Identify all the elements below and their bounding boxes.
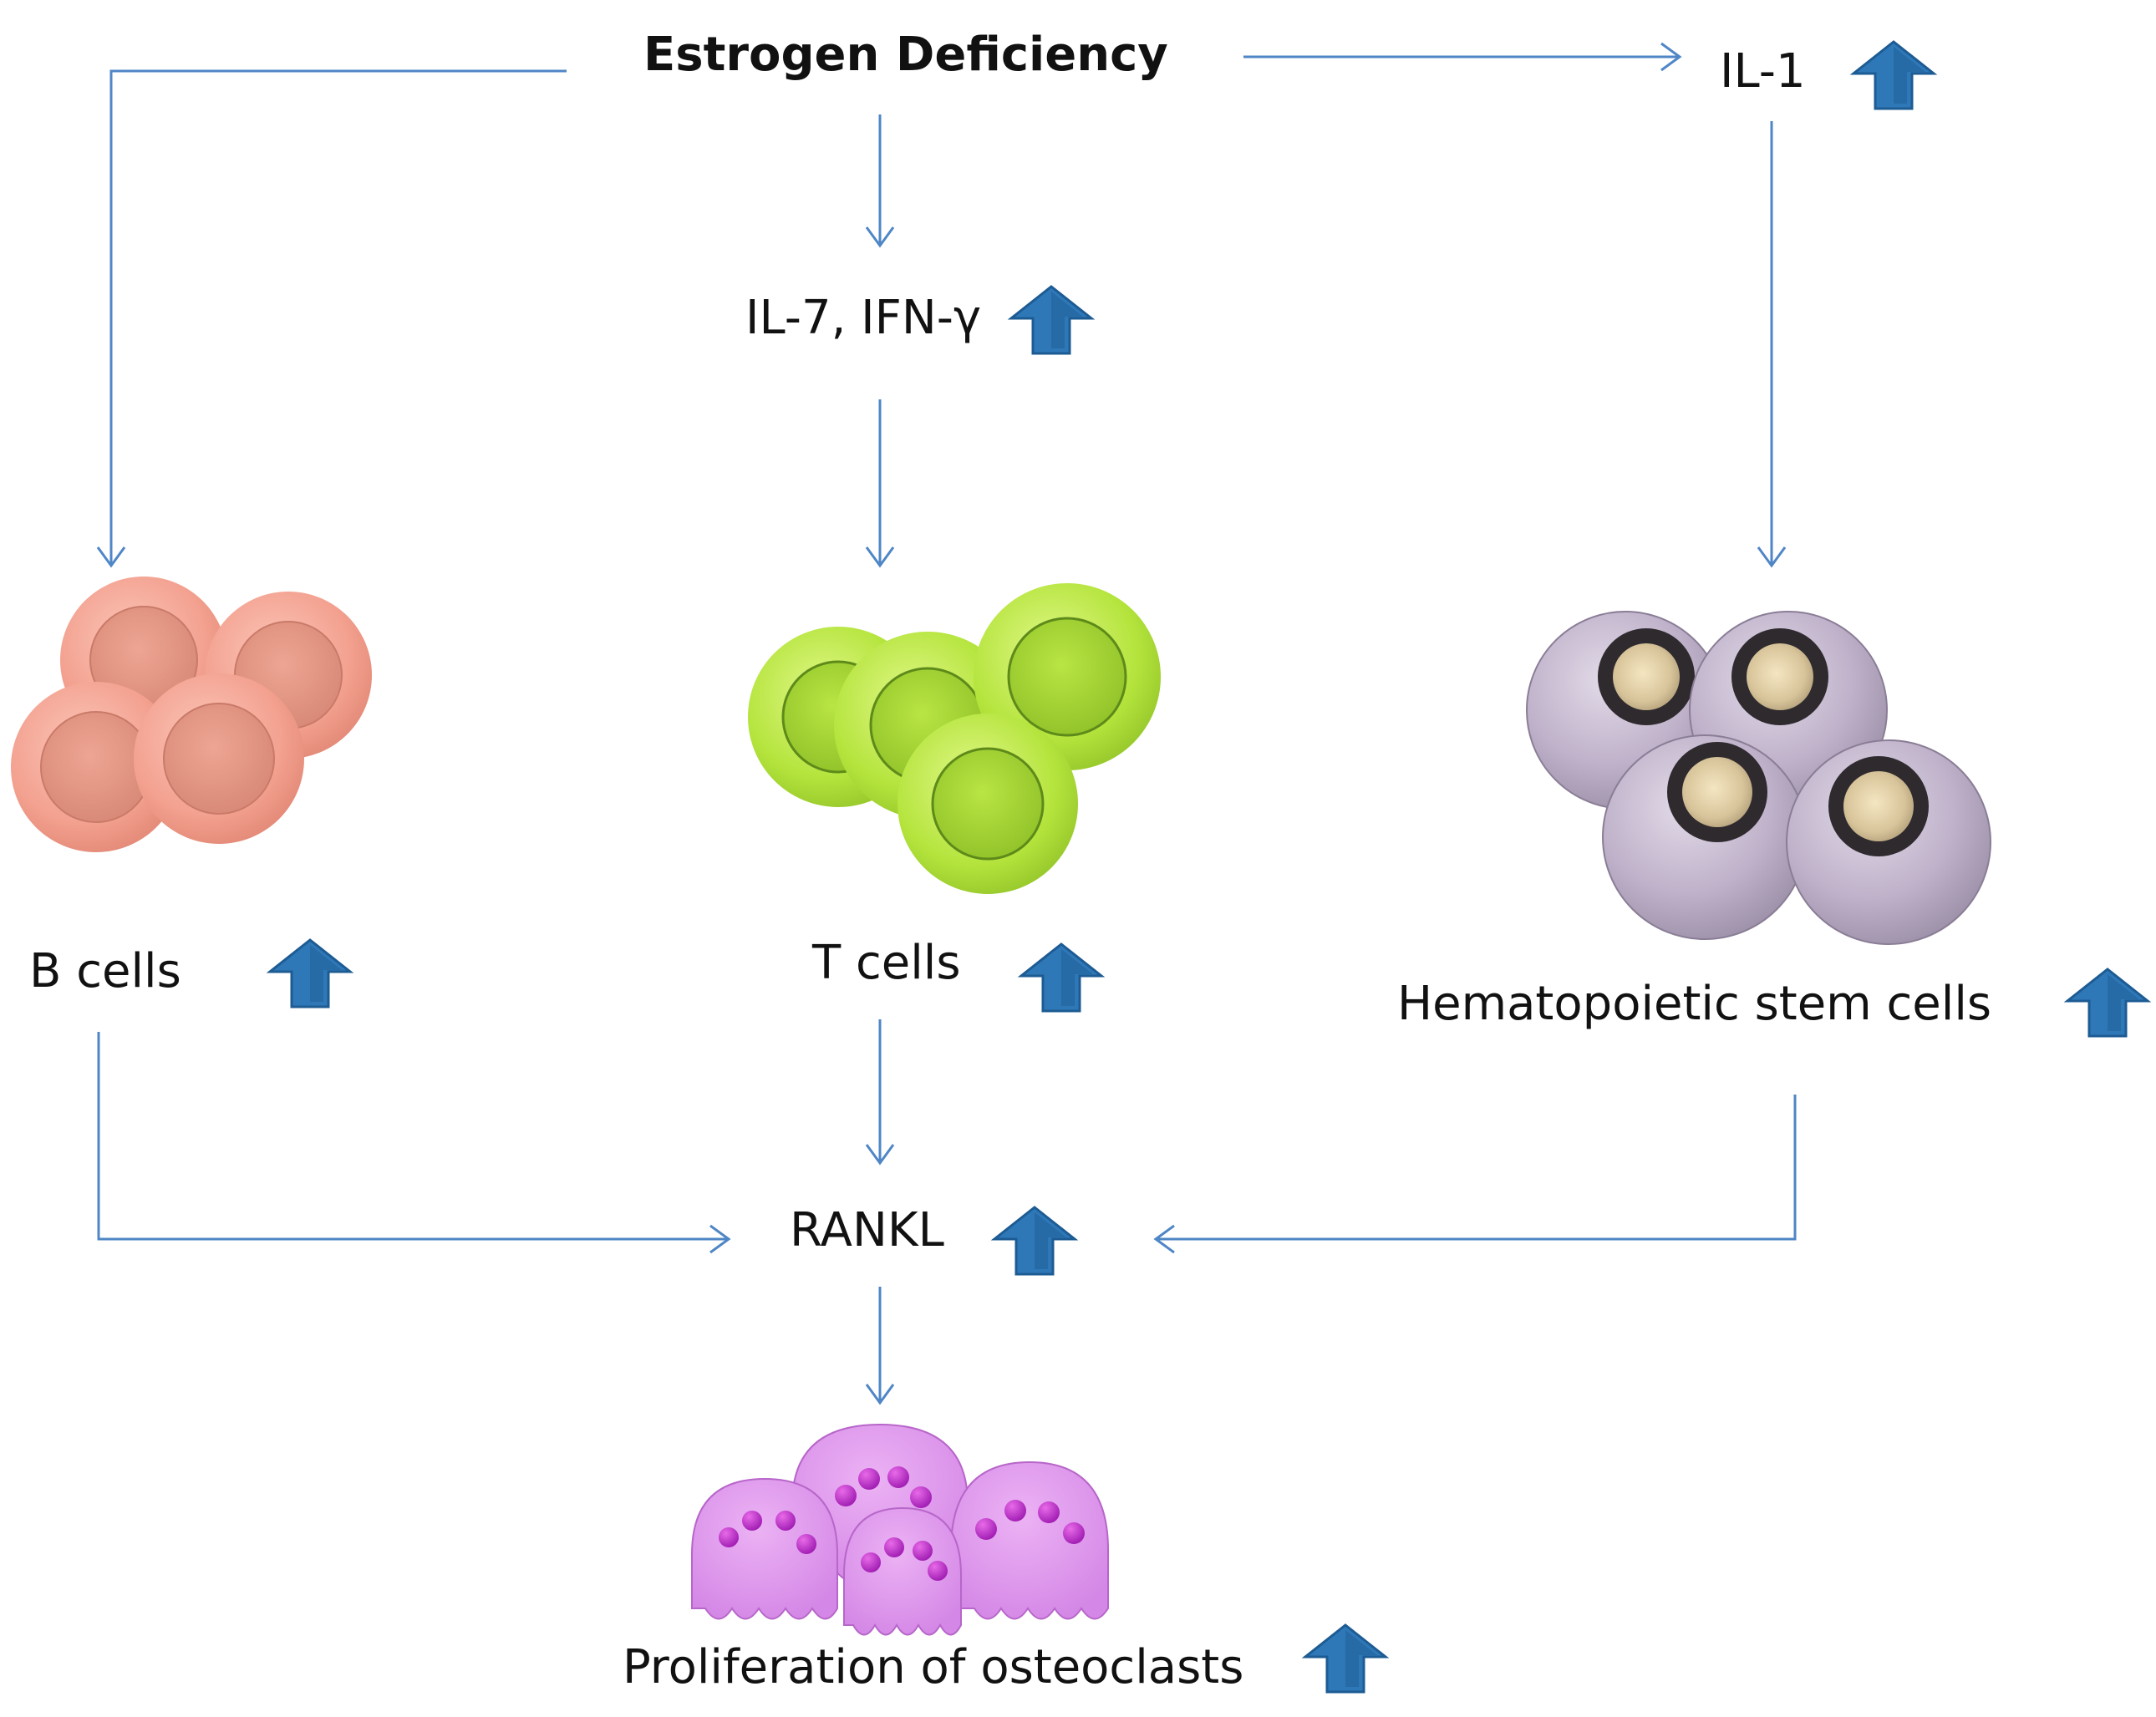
up-arrow-icon xyxy=(1009,285,1093,355)
osteoclast xyxy=(691,1477,838,1620)
arrowhead-rankl-top xyxy=(865,1144,895,1166)
label-il1: IL-1 xyxy=(1720,44,1806,99)
arrowhead-bcells xyxy=(96,546,126,568)
b-cell xyxy=(134,673,304,844)
t-cells-illustration xyxy=(748,583,1161,894)
title-estrogen-deficiency: Estrogen Deficiency xyxy=(643,28,1168,82)
connector-lines xyxy=(96,42,1797,1405)
osteoclast xyxy=(950,1460,1109,1620)
up-arrow-icon xyxy=(268,938,352,1008)
label-hematopoietic-stem-cells: Hematopoietic stem cells xyxy=(1397,977,1992,1031)
up-arrow-icon xyxy=(1852,40,1935,110)
t-cell xyxy=(897,714,1078,894)
label-t-cells: T cells xyxy=(812,936,961,990)
osteoclast xyxy=(843,1506,962,1636)
connector-bcells-to-rankl xyxy=(97,1032,727,1241)
label-rankl: RANKL xyxy=(790,1203,944,1257)
up-arrow-icon xyxy=(1020,942,1103,1013)
label-proliferation-of-osteoclasts: Proliferation of osteoclasts xyxy=(623,1640,1244,1694)
stem-cells-illustration xyxy=(1526,611,1991,945)
arrowhead-tcells xyxy=(865,546,895,568)
label-b-cells: B cells xyxy=(29,944,181,998)
arrowhead-il7 xyxy=(865,226,895,248)
up-arrow-icon xyxy=(2066,968,2149,1038)
b-cell xyxy=(11,682,181,852)
arrowhead-stemcells xyxy=(1757,546,1787,568)
t-cell xyxy=(974,583,1161,770)
stem-cell xyxy=(1602,734,1808,940)
up-arrow-icon xyxy=(1304,1623,1387,1694)
arrowhead-rankl-left xyxy=(709,1224,731,1254)
stem-cell xyxy=(1786,739,1991,945)
connector-estrogen-to-bcells xyxy=(109,69,567,564)
osteoclasts-illustration xyxy=(691,1423,1109,1636)
connector-stemcells-to-rankl xyxy=(1157,1095,1797,1241)
arrowhead-osteoclasts xyxy=(865,1384,895,1405)
b-cells-illustration xyxy=(11,577,372,852)
arrowhead-il1 xyxy=(1660,42,1682,72)
up-arrow-icon xyxy=(993,1206,1076,1276)
label-il7-ifn: IL-7, IFN-γ xyxy=(745,291,982,345)
arrowhead-rankl-right xyxy=(1153,1224,1175,1254)
